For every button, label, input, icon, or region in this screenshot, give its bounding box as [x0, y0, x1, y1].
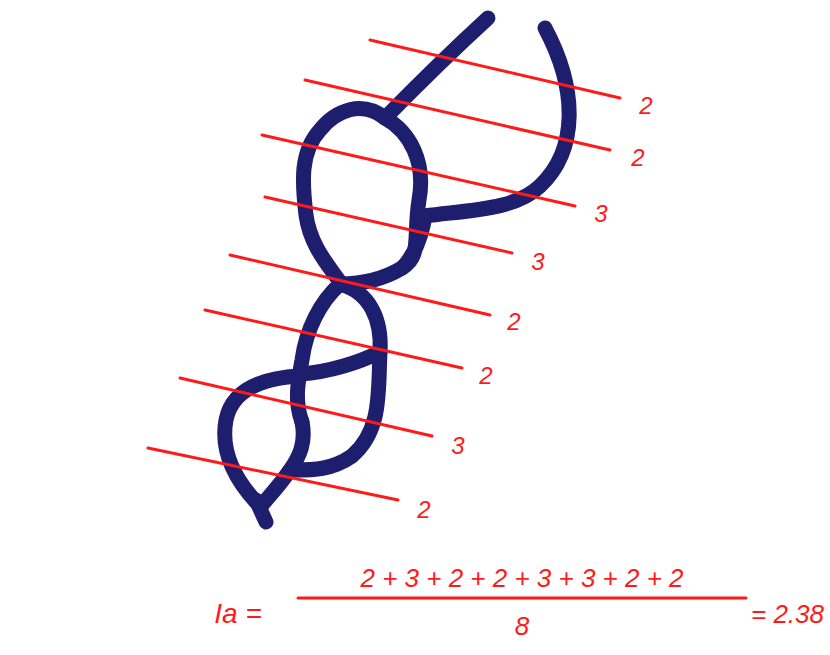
formula-result: = 2.38: [751, 599, 824, 629]
channel-strand: [297, 284, 340, 422]
transect-count: 2: [417, 496, 430, 523]
transect-count-holder: 2: [417, 496, 430, 524]
transect-line: [180, 378, 432, 436]
transect-line: [265, 197, 512, 253]
transect-count-holder: 2: [631, 144, 644, 172]
transect-lines: [148, 40, 746, 598]
transect-count-holder: 3: [451, 432, 464, 460]
transect-count-holder: 2: [507, 308, 520, 336]
transect-line: [205, 310, 462, 368]
fraction-bar: [298, 597, 746, 600]
transect-line: [230, 255, 490, 315]
transect-line: [262, 135, 575, 206]
formula-term-holder: Ia =: [214, 598, 261, 630]
transect-line: [148, 448, 398, 500]
formula-term: Ia =: [214, 598, 261, 629]
formula-denominator: 8: [515, 611, 529, 641]
formula-numerator-holder: 2 + 3 + 2 + 2 + 3 + 3 + 2 + 2: [360, 563, 683, 594]
channel-strand: [303, 109, 385, 282]
transect-count: 2: [479, 362, 492, 389]
transect-count: 3: [531, 248, 544, 275]
transect-count-holder: 3: [594, 200, 607, 228]
formula-numerator: 2 + 3 + 2 + 2 + 3 + 3 + 2 + 2: [360, 563, 683, 593]
transect-line: [370, 40, 620, 98]
transect-count: 2: [639, 92, 652, 119]
transect-count: 3: [451, 432, 464, 459]
transect-count: 2: [631, 144, 644, 171]
channel-strand: [300, 352, 380, 374]
transect-count-holder: 2: [479, 362, 492, 390]
formula-denominator-holder: 8: [515, 611, 529, 642]
channel-strand: [262, 422, 303, 505]
transect-count-holder: 2: [639, 92, 652, 120]
formula-result-holder: = 2.38: [751, 599, 824, 630]
transect-count: 3: [594, 200, 607, 227]
channel-strand: [256, 500, 266, 522]
transect-count-holder: 3: [531, 248, 544, 276]
channel-strands: [225, 18, 569, 522]
channel-strand: [402, 216, 425, 268]
transect-count: 2: [507, 308, 520, 335]
transect-line: [305, 80, 610, 150]
